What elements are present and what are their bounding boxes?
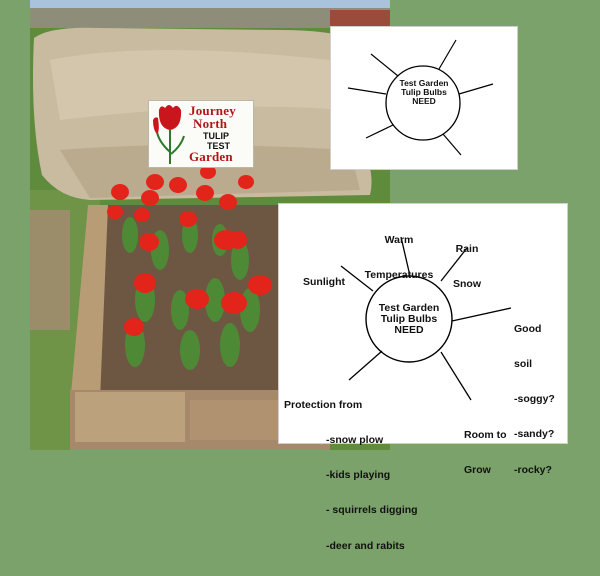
need-sunlight: Sunlight: [303, 253, 345, 312]
tulip-logo-icon: [153, 105, 185, 164]
need-warm-temperatures: Warm Temperatures: [349, 211, 449, 305]
need-rain-snow: Rain Snow: [445, 220, 489, 314]
tulip-needs-diagram: Test Garden Tulip Bulbs NEED Warm Temper…: [278, 203, 568, 551]
need-protection-line-4: - squirrels digging: [326, 504, 418, 517]
need-room-line-1: Room to: [464, 428, 507, 441]
need-protection-line-2: -snow plow: [326, 433, 384, 446]
sign-text-journey: Journey: [189, 103, 236, 118]
sign-text-north: North: [193, 116, 228, 131]
slide: Journey North TULIP TEST Garden Test Gar…: [30, 0, 568, 551]
small-hub-line-1: Test Garden: [399, 78, 449, 88]
need-protection-line-5: -deer and rabits: [326, 539, 405, 552]
need-soil-line-3: -soggy?: [514, 393, 555, 405]
need-rain-line-2: Snow: [453, 277, 481, 290]
need-room-to-grow: Room to Grow: [464, 406, 507, 500]
blank-needs-diagram: Test Garden Tulip Bulbs NEED: [330, 26, 518, 170]
need-room-line-2: Grow: [464, 463, 491, 476]
need-soil-line-4: -sandy?: [514, 428, 555, 441]
need-warm-line-1: Warm: [384, 233, 414, 246]
sign-text-test: TEST: [207, 141, 231, 151]
need-soil-line-1: Good: [514, 322, 542, 335]
need-good-soil: Good soil -soggy? -sandy? -rocky?: [514, 300, 555, 500]
need-soil-line-5: -rocky?: [514, 463, 552, 476]
sign-text-tulip: TULIP: [203, 131, 229, 141]
small-hub-text: Test Garden Tulip Bulbs NEED: [389, 79, 459, 106]
need-soil-line-2: soil: [514, 357, 533, 370]
need-warm-line-2: Temperatures: [364, 268, 434, 281]
large-hub-text: Test Garden Tulip Bulbs NEED: [369, 302, 449, 337]
need-protection: Protection from -snow plow -kids playing…: [284, 376, 418, 576]
blank-diagram-graphic: [347, 39, 494, 156]
need-protection-line-3: -kids playing: [326, 469, 391, 481]
large-hub-line-1: Test Garden: [378, 302, 440, 314]
needs-diagram-graphic: [340, 236, 512, 401]
large-hub-line-3: NEED: [394, 324, 424, 337]
journey-north-sign: Journey North TULIP TEST Garden: [148, 100, 254, 168]
large-hub-line-2: Tulip Bulbs: [380, 313, 438, 326]
small-hub-line-3: NEED: [412, 95, 436, 106]
need-sunlight-line-1: Sunlight: [303, 275, 345, 288]
sign-text-garden: Garden: [189, 149, 233, 164]
need-protection-line-1: Protection from: [284, 398, 363, 411]
small-hub-line-2: Tulip Bulbs: [401, 86, 447, 97]
need-rain-line-1: Rain: [455, 242, 479, 255]
